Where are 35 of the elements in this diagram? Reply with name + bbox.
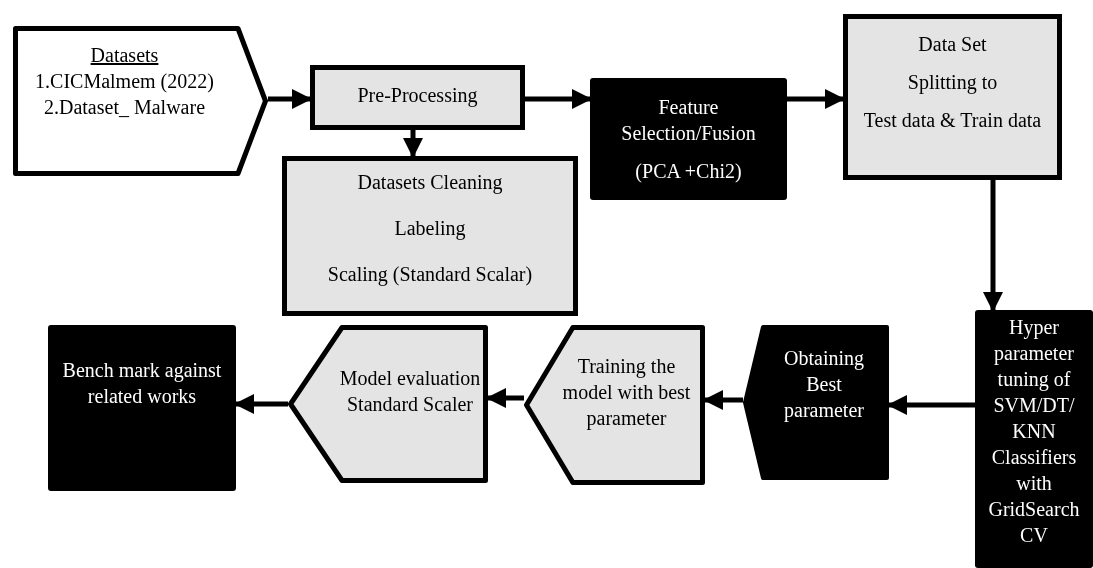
node-text: Datasets Cleaning bbox=[357, 170, 503, 195]
arrow bbox=[234, 394, 288, 414]
node-text: Bench mark against related works bbox=[61, 358, 223, 409]
process-box bbox=[843, 14, 1062, 180]
process-box bbox=[590, 78, 787, 200]
arrow bbox=[983, 180, 1003, 312]
node-text: Scaling (Standard Scalar) bbox=[327, 262, 533, 287]
pentagon-shape bbox=[288, 325, 488, 483]
arrow bbox=[486, 388, 524, 408]
node-text: Model evaluation Standard Scaler bbox=[338, 366, 482, 417]
arrow bbox=[268, 89, 312, 109]
node-text: Obtaining Best parameter bbox=[783, 346, 865, 423]
node-text: Hyper parameter tuning of SVM/DT/ KNN Classifiers with GridSearch CV bbox=[987, 315, 1081, 548]
node-text: (PCA +Chi2) bbox=[635, 159, 742, 184]
arrow bbox=[787, 89, 845, 109]
node-text: Feature Selection/Fusion bbox=[620, 95, 757, 146]
process-shape bbox=[743, 325, 889, 480]
node-text: 2.Dataset_ Malware bbox=[43, 95, 205, 120]
arrow bbox=[525, 89, 592, 109]
node-text: Splitting to bbox=[907, 70, 998, 95]
process-box bbox=[310, 65, 525, 130]
heading: Datasets bbox=[90, 43, 159, 68]
pentagon-shape bbox=[524, 325, 705, 485]
node-text: Test data & Train data bbox=[863, 108, 1042, 133]
process-box bbox=[975, 310, 1093, 568]
node-text: 1.CICMalmem (2022) bbox=[35, 69, 214, 94]
process-box bbox=[48, 325, 236, 491]
arrow bbox=[703, 390, 743, 410]
node-text: Labeling bbox=[394, 216, 466, 241]
node-text: Training the model with best parameter bbox=[561, 354, 692, 431]
arrow bbox=[403, 130, 423, 158]
process-box bbox=[282, 156, 578, 316]
input-shape bbox=[13, 26, 268, 176]
node-text: Data Set bbox=[918, 32, 987, 57]
node-text: Pre-Processing bbox=[357, 83, 478, 108]
